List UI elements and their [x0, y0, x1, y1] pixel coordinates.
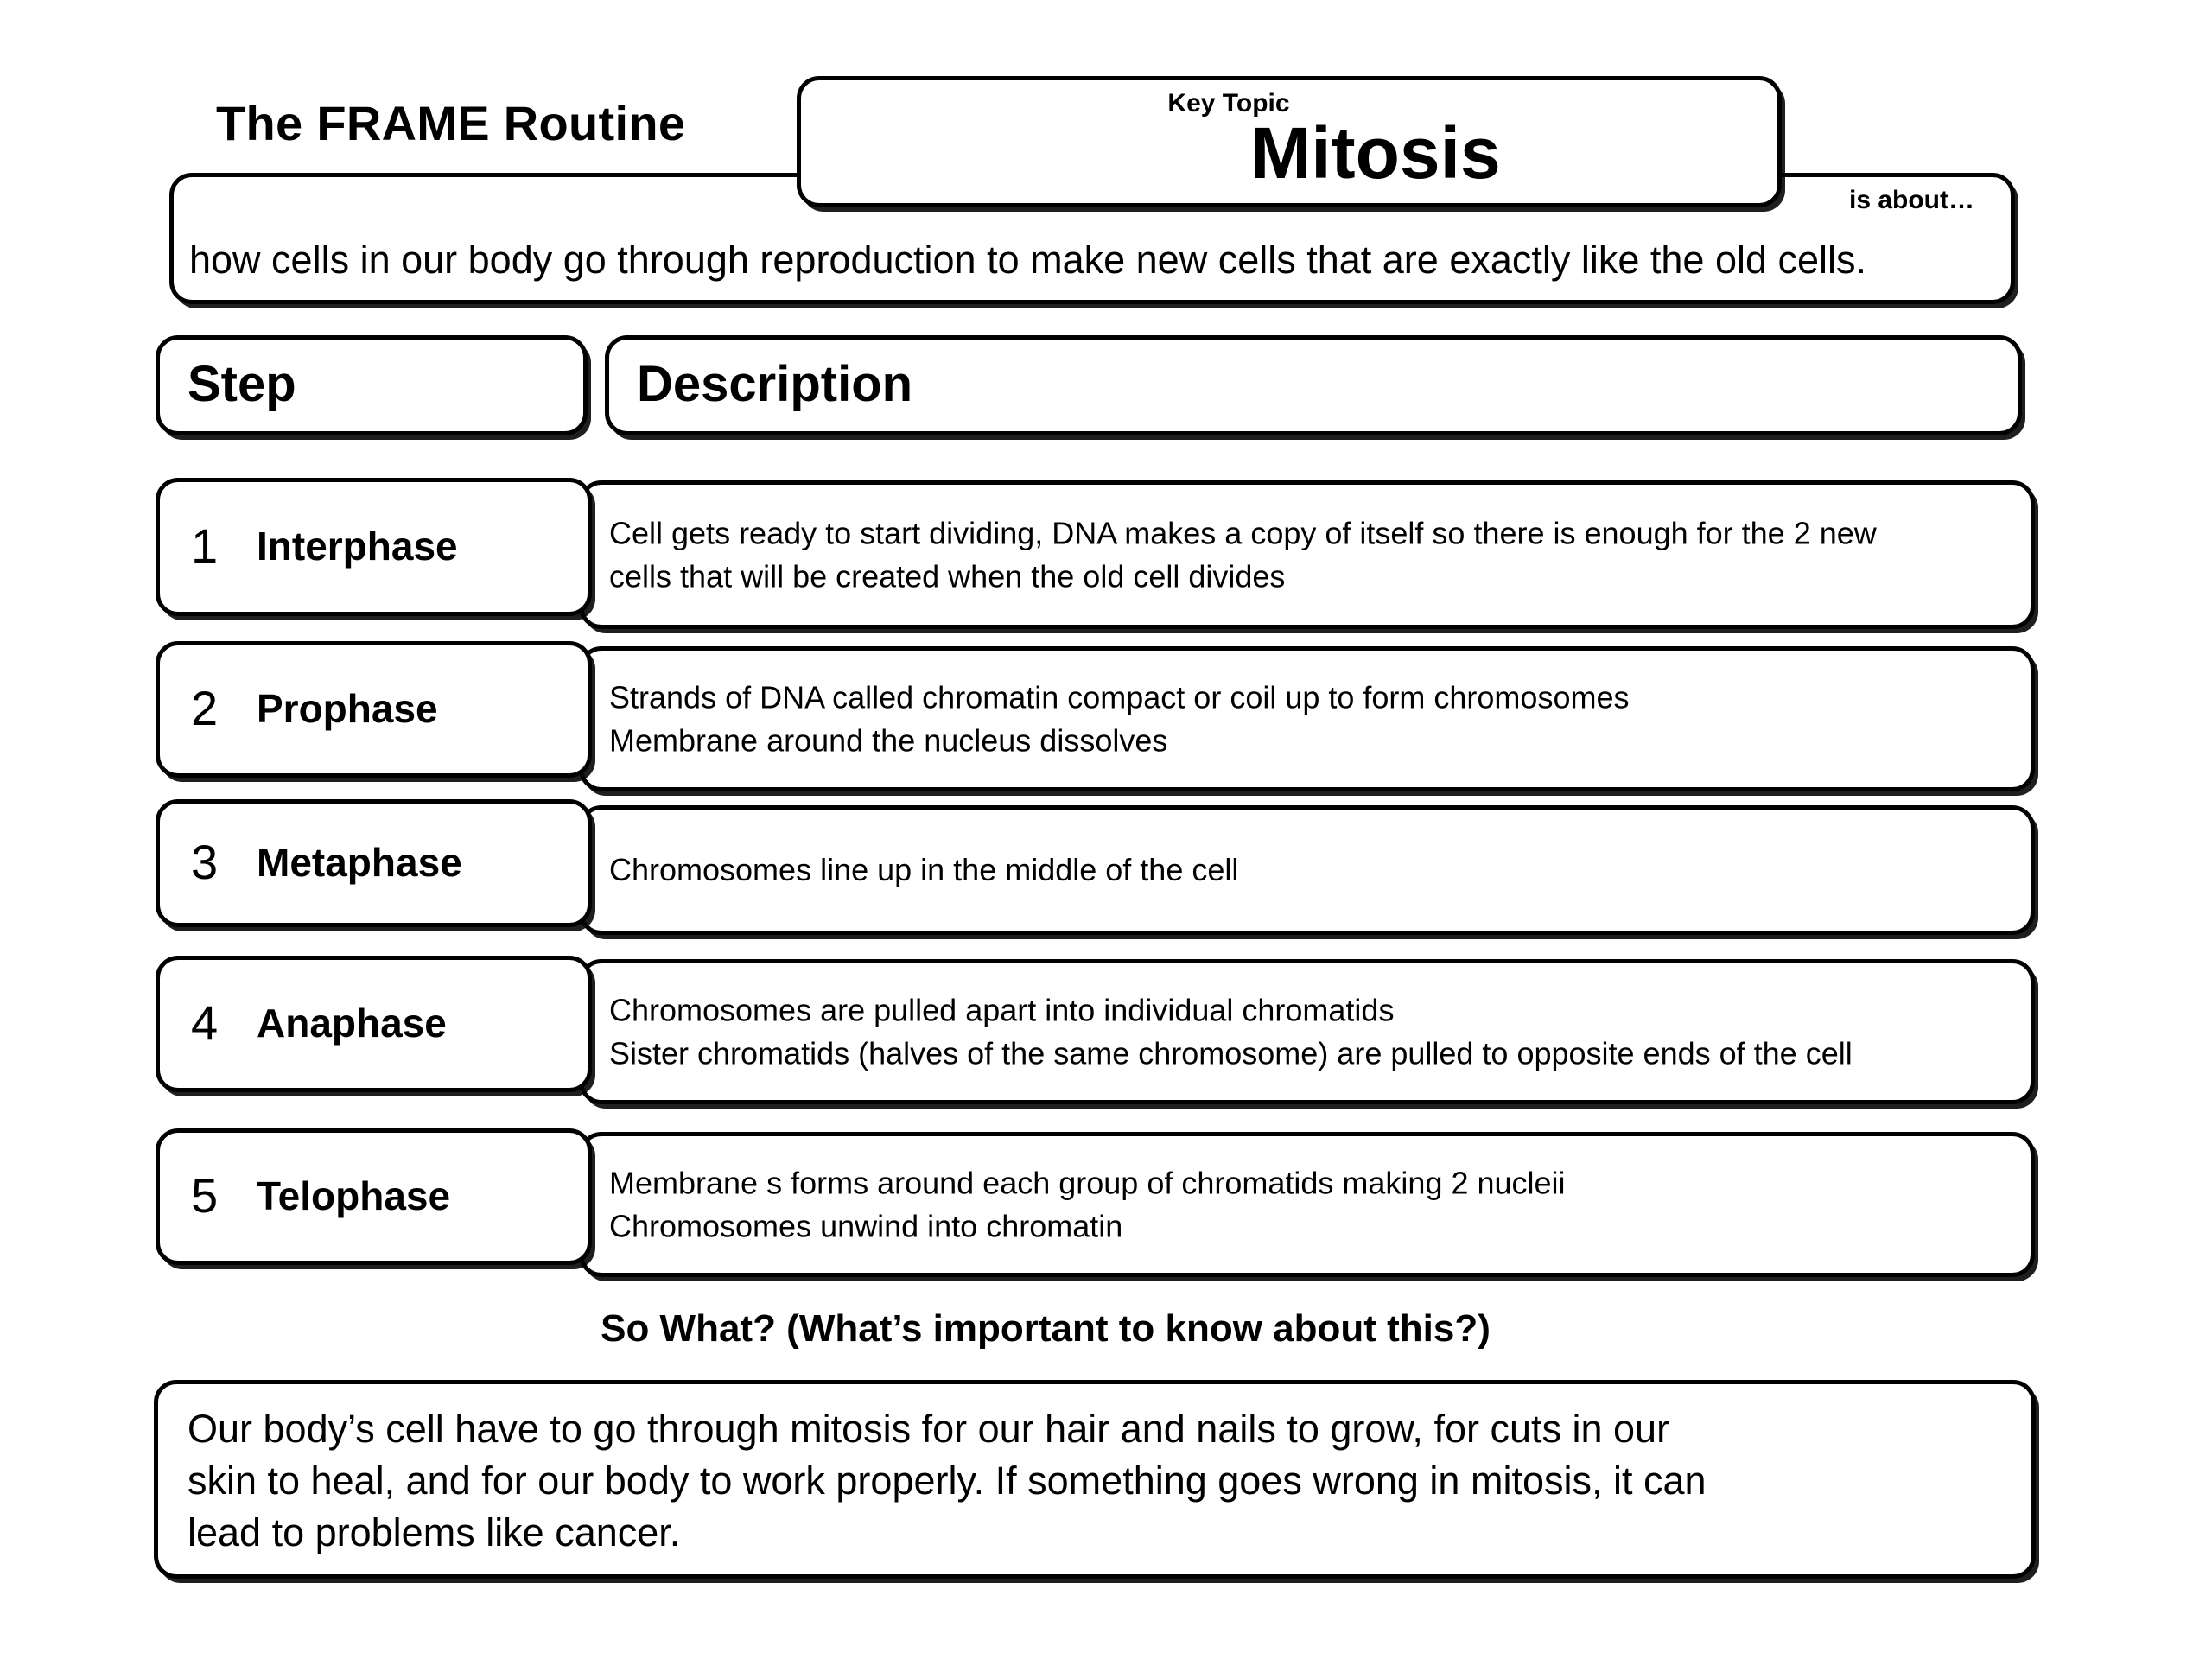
so-what-text: Our body’s cell have to go through mitos… — [188, 1407, 1707, 1554]
so-what-title: So What? (What’s important to know about… — [601, 1307, 1491, 1350]
table-row-description[interactable]: Chromosomes are pulled apart into indivi… — [579, 959, 2035, 1104]
column-header-description: Description — [605, 335, 2022, 435]
step-number: 2 — [191, 680, 219, 735]
is-about-label: is about… — [1848, 186, 1974, 214]
step-number: 1 — [191, 518, 219, 573]
description-text: Membrane s forms around each group of ch… — [609, 1165, 1566, 1243]
table-row-description[interactable]: Membrane s forms around each group of ch… — [579, 1132, 2035, 1277]
step-number: 4 — [191, 995, 219, 1050]
column-header-step: Step — [156, 335, 588, 435]
description-text: Cell gets ready to start dividing, DNA m… — [609, 515, 1877, 594]
step-name: Prophase — [257, 686, 438, 732]
description-text: Chromosomes are pulled apart into indivi… — [609, 992, 1853, 1071]
key-topic-box: Key Topic Mitosis — [797, 76, 1782, 207]
key-topic-label: Key Topic — [1167, 89, 1290, 118]
step-name: Interphase — [257, 524, 458, 569]
step-name: Metaphase — [257, 840, 462, 886]
key-topic-value[interactable]: Mitosis — [1250, 112, 1501, 194]
step-name: Anaphase — [257, 1001, 447, 1046]
table-row-step[interactable]: 1 Interphase — [156, 478, 592, 616]
column-header-description-label: Description — [637, 356, 913, 413]
page-title: The FRAME Routine — [216, 96, 686, 150]
description-text: Chromosomes line up in the middle of the… — [609, 852, 1239, 888]
step-number: 3 — [191, 834, 219, 889]
table-row-description[interactable]: Strands of DNA called chromatin compact … — [579, 646, 2035, 791]
table-row-step[interactable]: 2 Prophase — [156, 641, 592, 778]
table-row-step[interactable]: 4 Anaphase — [156, 956, 592, 1092]
so-what-box[interactable]: Our body’s cell have to go through mitos… — [154, 1380, 2036, 1579]
step-name: Telophase — [257, 1173, 451, 1219]
column-header-step-label: Step — [188, 356, 296, 413]
table-row-step[interactable]: 3 Metaphase — [156, 799, 592, 927]
is-about-text[interactable]: how cells in our body go through reprodu… — [189, 238, 1867, 282]
step-number: 5 — [191, 1167, 219, 1223]
description-text: Strands of DNA called chromatin compact … — [609, 679, 1630, 758]
table-row-description[interactable]: Chromosomes line up in the middle of the… — [579, 805, 2035, 935]
table-row-step[interactable]: 5 Telophase — [156, 1128, 592, 1265]
table-row-description[interactable]: Cell gets ready to start dividing, DNA m… — [579, 480, 2035, 629]
